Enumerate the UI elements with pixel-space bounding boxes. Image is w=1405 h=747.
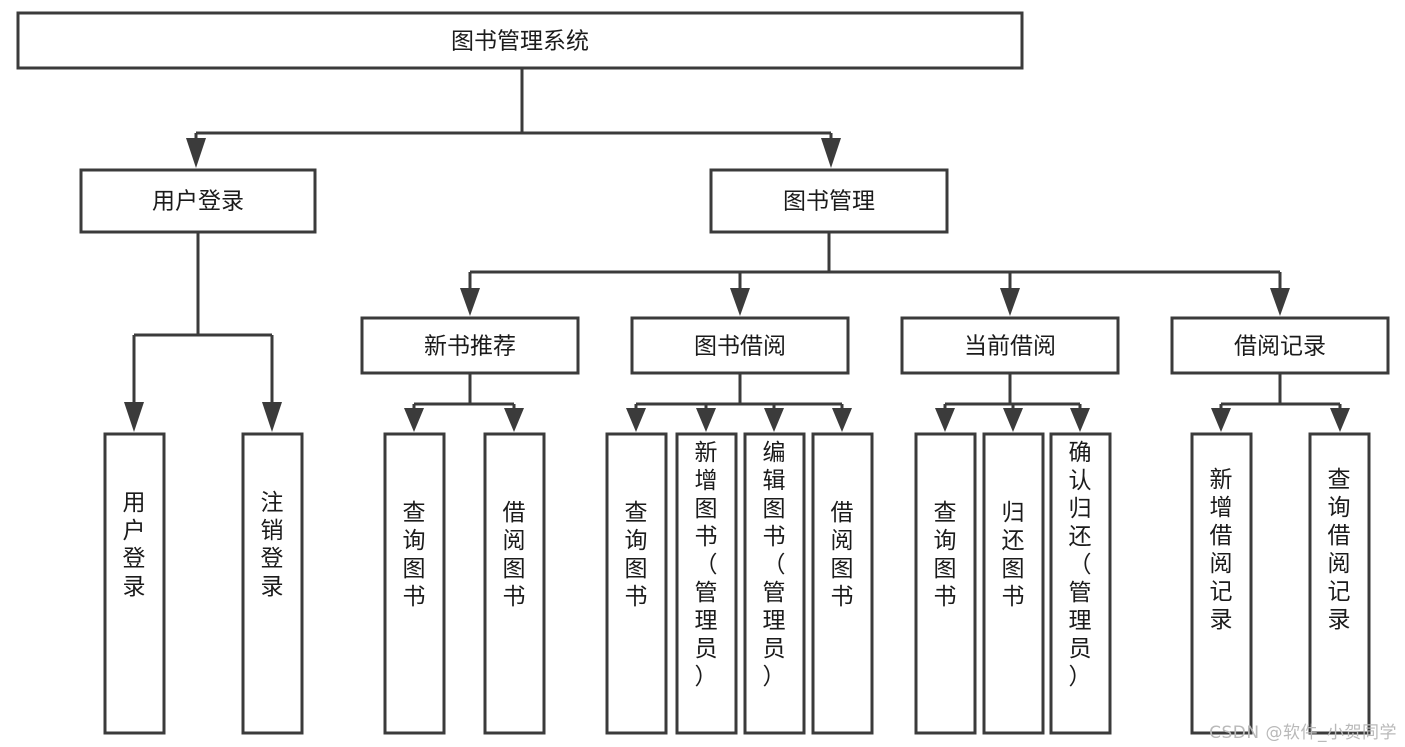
node-borrow-record-label: 借阅记录 [1234,334,1326,360]
leaf-add-book-admin-label: 新增图书（管理员） [695,440,718,690]
leaf-logout-login[interactable]: 注销登录 [241,432,304,735]
node-user-login-label: 用户登录 [152,189,244,215]
arrow-head-book-borrow [730,288,750,316]
arrow-head-book-mgmt [821,138,841,168]
node-root-system[interactable]: 图书管理系统 [16,11,1024,70]
leaf-query-borrow-record-box[interactable] [1308,432,1371,735]
arrow-head-leaf-add-book [696,408,716,432]
node-book-borrow[interactable]: 图书借阅 [630,316,850,375]
arrow-head-current-borrow [1000,288,1020,316]
leaf-query-book-newbook-label: 查询图书 [403,500,426,610]
leaf-query-book-newbook[interactable]: 查询图书 [383,432,446,735]
leaf-query-book-current-box[interactable] [914,432,977,735]
arrow-head-leaf-query-book-3 [935,408,955,432]
leaf-add-book-admin[interactable]: 新增图书（管理员） [675,432,738,735]
node-book-management-box[interactable] [709,168,949,234]
leaf-return-book-label: 归还图书 [1002,500,1025,610]
node-new-book-recommend[interactable]: 新书推荐 [360,316,580,375]
node-book-borrow-label: 图书借阅 [694,334,786,360]
leaf-borrow-book-newbook-label: 借阅图书 [503,500,526,610]
node-borrow-record[interactable]: 借阅记录 [1170,316,1390,375]
arrow-head-leaf-logout [262,402,282,432]
leaf-add-borrow-record-box[interactable] [1190,432,1253,735]
arrow-head-leaf-query-record [1330,408,1350,432]
leaf-add-book-admin-box[interactable] [675,432,738,735]
arrow-head-leaf-add-record [1211,408,1231,432]
leaf-add-borrow-record-label: 新增借阅记录 [1210,467,1233,633]
arrow-head-leaf-borrow-book-2 [832,408,852,432]
arrow-head-leaf-confirm-return [1070,408,1090,432]
leaf-edit-book-admin-box[interactable] [743,432,806,735]
leaf-edit-book-admin[interactable]: 编辑图书（管理员） [743,432,806,735]
leaf-user-login-box[interactable] [103,432,166,735]
arrow-head-leaf-user-login [124,402,144,432]
leaf-confirm-return-admin[interactable]: 确认归还（管理员） [1049,432,1112,735]
arrow-head-new-book-rec [460,288,480,316]
node-new-book-recommend-label: 新书推荐 [424,334,516,360]
leaf-borrow-book-newbook[interactable]: 借阅图书 [483,432,546,735]
node-user-login[interactable]: 用户登录 [79,168,317,234]
arrow-head-leaf-query-book-1 [404,408,424,432]
arrow-head-borrow-record [1270,288,1290,316]
node-current-borrow[interactable]: 当前借阅 [900,316,1120,375]
leaf-logout-login-box[interactable] [241,432,304,735]
leaf-confirm-return-admin-box[interactable] [1049,432,1112,735]
leaf-query-book-current[interactable]: 查询图书 [914,432,977,735]
leaf-return-book[interactable]: 归还图书 [982,432,1045,735]
connector-layer [124,68,1350,432]
leaf-query-book-borrow[interactable]: 查询图书 [605,432,668,735]
leaf-logout-login-label: 注销登录 [261,490,284,600]
arrow-head-user-login [186,138,206,168]
node-book-borrow-box[interactable] [630,316,850,375]
arrow-head-leaf-edit-book [764,408,784,432]
leaf-borrow-book-borrow-box[interactable] [811,432,874,735]
leaf-user-login[interactable]: 用户登录 [103,432,166,735]
node-borrow-record-box[interactable] [1170,316,1390,375]
arrow-head-leaf-query-book-2 [626,408,646,432]
leaf-confirm-return-admin-label: 确认归还（管理员） [1069,440,1092,690]
leaf-user-login-label: 用户登录 [123,490,146,600]
node-root-system-box[interactable] [16,11,1024,70]
node-book-management-label: 图书管理 [783,189,875,215]
node-book-management[interactable]: 图书管理 [709,168,949,234]
node-user-login-box[interactable] [79,168,317,234]
leaf-query-book-borrow-box[interactable] [605,432,668,735]
leaf-edit-book-admin-label: 编辑图书（管理员） [763,440,786,690]
leaf-query-borrow-record-label: 查询借阅记录 [1328,467,1351,633]
node-current-borrow-box[interactable] [900,316,1120,375]
leaf-borrow-book-newbook-box[interactable] [483,432,546,735]
leaf-borrow-book-borrow-label: 借阅图书 [831,500,854,610]
leaf-borrow-book-borrow[interactable]: 借阅图书 [811,432,874,735]
leaf-add-borrow-record[interactable]: 新增借阅记录 [1190,432,1253,735]
leaf-query-book-newbook-box[interactable] [383,432,446,735]
csdn-watermark: CSDN @软件_小贺同学 [1209,723,1397,743]
leaf-query-book-current-label: 查询图书 [934,500,957,610]
node-root-system-label: 图书管理系统 [451,29,589,55]
leaf-query-book-borrow-label: 查询图书 [625,500,648,610]
leaf-query-borrow-record[interactable]: 查询借阅记录 [1308,432,1371,735]
node-current-borrow-label: 当前借阅 [964,334,1056,360]
arrow-head-leaf-borrow-book-1 [504,408,524,432]
node-new-book-recommend-box[interactable] [360,316,580,375]
leaf-return-book-box[interactable] [982,432,1045,735]
arrow-head-leaf-return-book [1003,408,1023,432]
